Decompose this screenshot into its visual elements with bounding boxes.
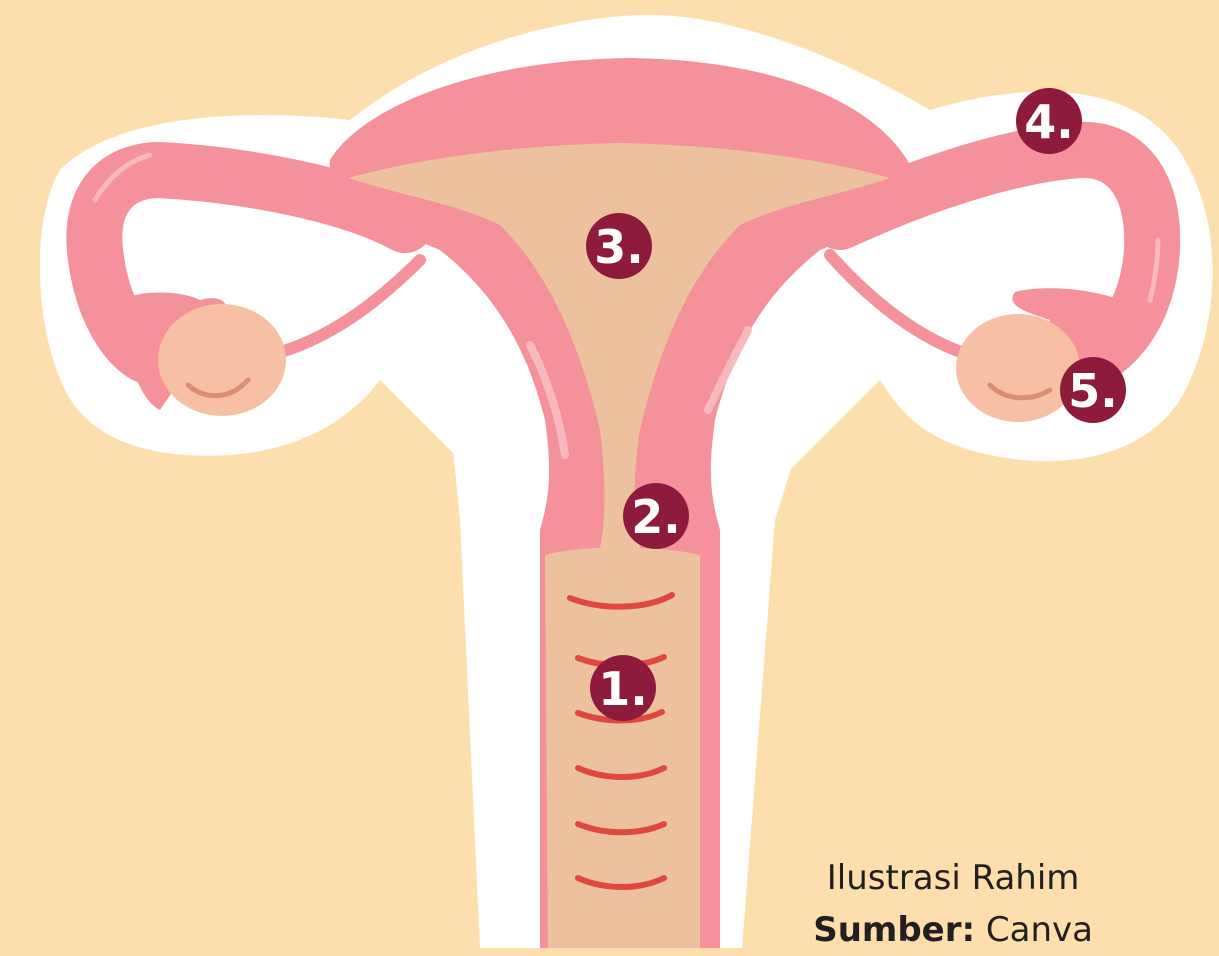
left-ovary xyxy=(158,304,286,416)
marker-3-label: 3. xyxy=(594,220,643,274)
caption: Ilustrasi Rahim Sumber: Canva xyxy=(813,852,1093,956)
caption-source-value: Canva xyxy=(986,910,1093,950)
marker-1-label: 1. xyxy=(598,662,647,716)
marker-5: 5. xyxy=(1060,357,1126,423)
marker-3: 3. xyxy=(586,213,652,279)
marker-2-label: 2. xyxy=(631,490,680,544)
marker-4: 4. xyxy=(1016,88,1082,154)
marker-1: 1. xyxy=(590,655,656,721)
marker-4-label: 4. xyxy=(1024,95,1073,149)
right-ovary xyxy=(956,314,1080,422)
marker-5-label: 5. xyxy=(1068,364,1117,418)
caption-title: Ilustrasi Rahim xyxy=(813,852,1093,904)
caption-source: Sumber: Canva xyxy=(813,904,1093,956)
marker-2: 2. xyxy=(623,483,689,549)
caption-source-label: Sumber: xyxy=(813,910,975,950)
